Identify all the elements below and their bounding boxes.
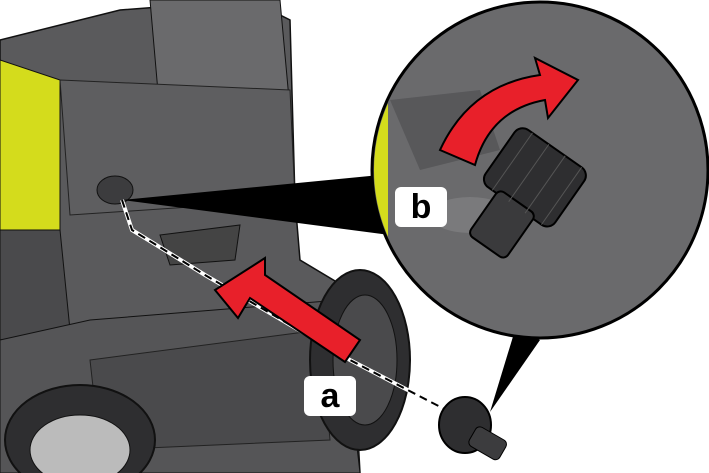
- rear-wheel: [309, 269, 411, 451]
- detail-callout: [370, 0, 709, 340]
- machine-body: [0, 0, 361, 473]
- front-wheel: [4, 384, 156, 473]
- label-a: a: [304, 376, 356, 416]
- callout-pointer-b: [122, 175, 390, 235]
- callout-pointer-loose: [490, 330, 540, 412]
- rotate-arrow-icon: [438, 56, 580, 167]
- hose-connector: [438, 396, 507, 461]
- hose-connector-detail: [469, 127, 587, 259]
- push-arrow-icon: [213, 256, 362, 364]
- label-b: b: [395, 187, 447, 227]
